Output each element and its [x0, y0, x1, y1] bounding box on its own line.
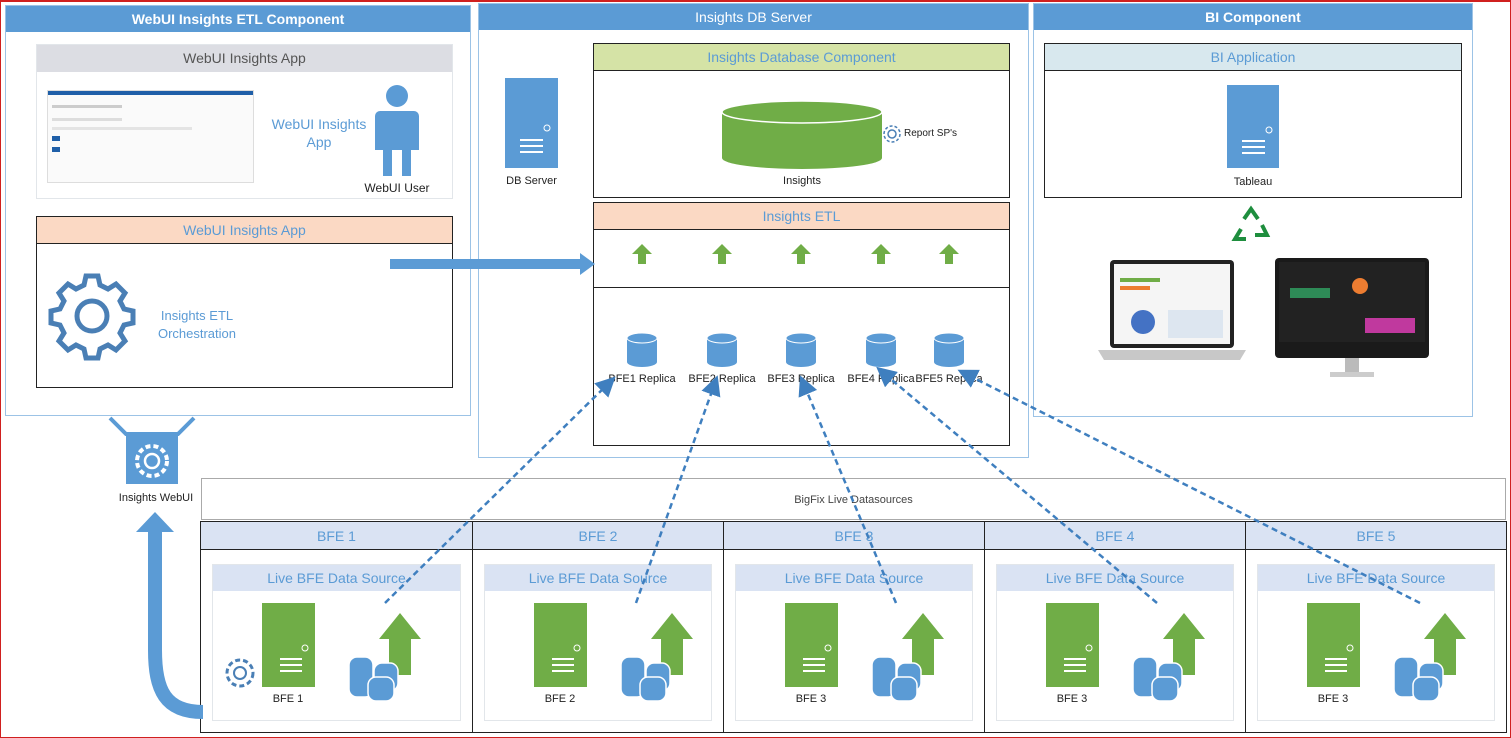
dashed-link-bfe3 — [798, 375, 898, 604]
webui-user-label: WebUI User — [364, 181, 430, 195]
bfe-column-title: BFE 2 — [473, 522, 723, 550]
webui-app-title: WebUI Insights App — [37, 45, 452, 72]
db-component-title: Insights Database Component — [594, 44, 1009, 71]
database-stack-icon — [1132, 656, 1183, 702]
bfe-server-icon — [1046, 603, 1099, 687]
replica-db-icon — [785, 332, 817, 367]
database-stack-icon — [620, 656, 671, 702]
bfe-column-title: BFE 1 — [201, 522, 472, 550]
live-data-source-box: Live BFE Data Source BFE 3 — [996, 564, 1234, 721]
data-source-title: Live BFE Data Source — [485, 565, 711, 591]
bfe-server-label: BFE 3 — [1056, 693, 1088, 705]
upload-arrow-icon — [871, 244, 891, 264]
gear-icon — [48, 273, 136, 361]
bfe-column: BFE 2 Live BFE Data Source BFE 2 — [472, 521, 724, 733]
upload-arrow-icon — [1424, 613, 1466, 675]
bfe-column: BFE 4 Live BFE Data Source BFE 3 — [984, 521, 1246, 733]
bfe-column-title: BFE 4 — [985, 522, 1245, 550]
insights-webui-box-icon — [108, 416, 196, 484]
live-data-source-box: Live BFE Data Source BFE 2 — [484, 564, 712, 721]
live-data-source-box: Live BFE Data Source BFE 1 — [212, 564, 461, 721]
replica-db-icon — [706, 332, 738, 367]
data-source-title: Live BFE Data Source — [1258, 565, 1494, 591]
upload-arrow-icon — [939, 244, 959, 264]
bfe-server-label: BFE 2 — [544, 693, 576, 705]
etl-box-title: WebUI Insights App — [37, 217, 452, 244]
database-stack-icon — [348, 656, 399, 702]
bfe-server-icon — [534, 603, 587, 687]
dashed-link-bfe4 — [876, 366, 1158, 604]
app-screenshot-thumbnail — [47, 90, 254, 183]
etl-flow-arrow — [390, 253, 595, 275]
panel-title: Insights DB Server — [479, 4, 1028, 30]
bfe-server-icon — [1307, 603, 1360, 687]
bfe-server-icon — [262, 603, 315, 687]
bfe-column: BFE 1 Live BFE Data Source BFE 1 — [200, 521, 473, 733]
replica-db-icon — [865, 332, 897, 367]
replica-label: BFE1 Replica — [608, 373, 676, 385]
etl-orchestration-box: WebUI Insights App Insights ETL Orchestr… — [36, 216, 453, 388]
upload-arrow-icon — [791, 244, 811, 264]
db-server-icon — [505, 78, 558, 168]
live-data-source-box: Live BFE Data Source BFE 3 — [1257, 564, 1495, 721]
upload-arrow-icon — [379, 613, 421, 675]
bi-application-box: BI Application Tableau — [1044, 43, 1462, 198]
webui-app-box: WebUI Insights App WebUI Insights App We… — [36, 44, 453, 199]
user-icon — [375, 85, 419, 176]
live-data-source-box: Live BFE Data Source BFE 3 — [735, 564, 973, 721]
bfe-column-title: BFE 3 — [724, 522, 984, 550]
upload-arrow-icon — [902, 613, 944, 675]
bfe-server-label: BFE 3 — [795, 693, 827, 705]
report-sp-label: Report SP's — [904, 128, 958, 139]
gear-icon — [225, 658, 255, 688]
data-source-title: Live BFE Data Source — [736, 565, 972, 591]
bfe-server-label: BFE 3 — [1317, 693, 1349, 705]
db-server-label: DB Server — [506, 175, 557, 187]
replica-db-icon — [626, 332, 658, 367]
monitor-dashboard-image — [1275, 258, 1429, 377]
insights-webui-label: Insights WebUI — [118, 492, 194, 504]
bfe-column: BFE 5 Live BFE Data Source BFE 3 — [1245, 521, 1507, 733]
bi-app-title: BI Application — [1045, 44, 1461, 71]
upload-arrow-icon — [712, 244, 732, 264]
dashed-link-bfe5 — [957, 369, 1421, 605]
laptop-dashboard-image — [1098, 260, 1246, 360]
bfe-server-icon — [785, 603, 838, 687]
webui-upward-arrow — [136, 512, 204, 719]
dashed-link-bfe2 — [634, 375, 721, 604]
tableau-server-icon — [1227, 85, 1279, 168]
upload-arrow-icon — [632, 244, 652, 264]
database-stack-icon — [1393, 656, 1444, 702]
panel-title: BI Component — [1034, 4, 1472, 30]
etl-divider — [594, 287, 1009, 288]
bfe-server-label: BFE 1 — [272, 693, 304, 705]
database-stack-icon — [871, 656, 922, 702]
data-source-title: Live BFE Data Source — [997, 565, 1233, 591]
upload-arrow-icon — [651, 613, 693, 675]
insights-etl-title: Insights ETL — [594, 203, 1009, 230]
report-gear-icon — [883, 125, 901, 143]
database-cylinder-icon — [721, 100, 883, 169]
webui-app-text: WebUI Insights App — [271, 116, 367, 150]
dashed-link-bfe1 — [384, 376, 616, 604]
replica-db-icon — [933, 332, 965, 367]
insights-db-component: Insights Database Component Report SP's … — [593, 43, 1010, 198]
tableau-label: Tableau — [1233, 176, 1273, 188]
orchestration-text: Insights ETL Orchestration — [157, 308, 237, 341]
bfe-column: BFE 3 Live BFE Data Source BFE 3 — [723, 521, 985, 733]
upload-arrow-icon — [1163, 613, 1205, 675]
data-source-title: Live BFE Data Source — [213, 565, 460, 591]
recycle-icon — [1231, 205, 1271, 241]
bfe-column-title: BFE 5 — [1246, 522, 1506, 550]
insights-db-label: Insights — [783, 175, 821, 187]
panel-title: WebUI Insights ETL Component — [6, 6, 470, 32]
